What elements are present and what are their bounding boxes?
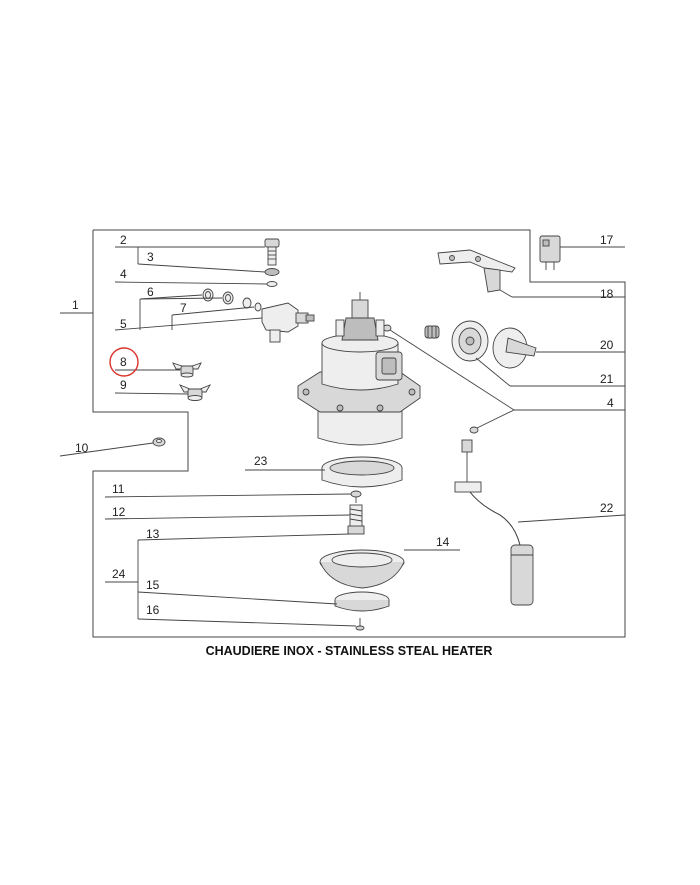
callout-12: 12 [112, 505, 126, 519]
callout-1: 1 [72, 298, 79, 312]
part-18-bracket [437, 249, 516, 293]
callout-18: 18 [600, 287, 614, 301]
callout-16: 16 [146, 603, 160, 617]
callout-3: 3 [147, 250, 154, 264]
callout-7: 7 [180, 301, 187, 315]
part-15-disc [334, 591, 390, 612]
part-22-probe [454, 439, 534, 606]
parts [152, 235, 561, 631]
part-21-dial [451, 320, 489, 362]
callout-4-upper: 4 [120, 267, 127, 281]
part-16-screw [355, 618, 365, 631]
callout-11: 11 [112, 482, 125, 496]
highlight-circle [109, 347, 139, 377]
part-10-nut [152, 437, 166, 447]
part-8-wing-nut [172, 362, 202, 378]
callout-6: 6 [147, 285, 154, 299]
leader-lines [59, 246, 626, 627]
part-11-pin [350, 490, 362, 503]
callout-9: 9 [120, 378, 127, 392]
part-20-knob [492, 327, 537, 369]
callout-15: 15 [146, 578, 160, 592]
callout-20: 20 [600, 338, 614, 352]
part-23-ring [321, 456, 403, 488]
part-14-bowl [319, 549, 405, 589]
part-21-spring-thread [424, 325, 440, 339]
part-9-wing-nut [178, 384, 212, 401]
callout-2: 2 [120, 233, 127, 247]
callout-5: 5 [120, 317, 127, 331]
callout-23: 23 [254, 454, 268, 468]
callout-4-right: 4 [607, 396, 614, 410]
callout-labels: 1 2 3 4 6 7 5 8 9 10 11 12 13 24 15 16 1… [72, 233, 614, 617]
part-17-switch [539, 235, 561, 270]
part-5-valve [261, 302, 315, 343]
part-4-seal-lower [469, 426, 479, 434]
callout-21: 21 [600, 372, 614, 386]
part-7-seal [254, 302, 262, 312]
part-12-spring [347, 504, 365, 535]
callout-8: 8 [120, 355, 127, 369]
callout-24: 24 [112, 567, 126, 581]
callout-17: 17 [600, 233, 614, 247]
callout-22: 22 [600, 501, 614, 515]
part-2-bolt [264, 238, 280, 266]
callout-13: 13 [146, 527, 160, 541]
boiler-body [297, 292, 421, 446]
diagram-caption: CHAUDIERE INOX - STAINLESS STEAL HEATER [206, 644, 493, 658]
part-3-washer [264, 268, 280, 276]
diagram-frame [92, 229, 626, 638]
callout-10: 10 [75, 441, 89, 455]
part-4-seal-upper [266, 281, 278, 287]
callout-14: 14 [436, 535, 450, 549]
